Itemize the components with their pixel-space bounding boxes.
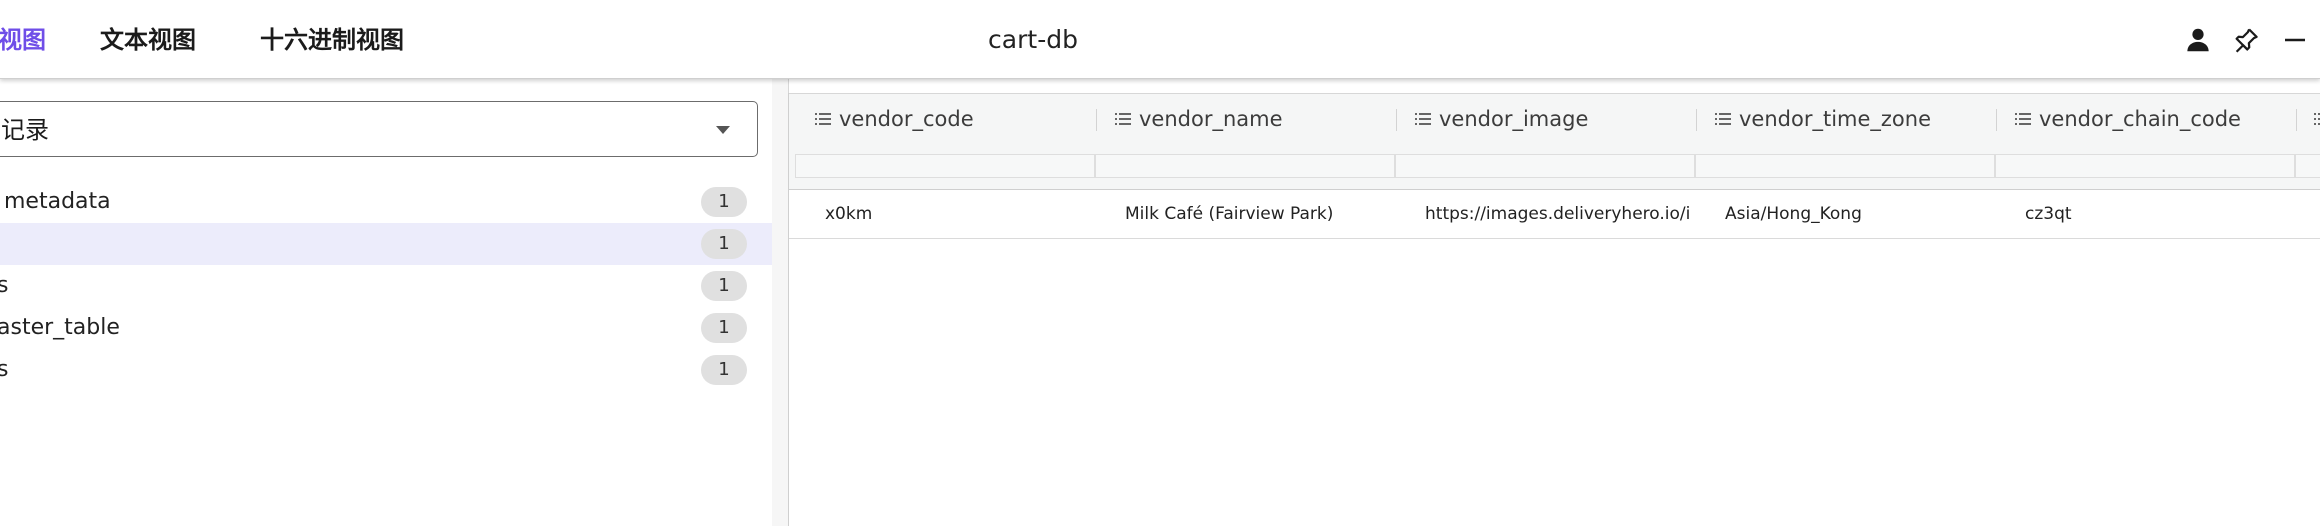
count-badge: 1 xyxy=(701,187,747,217)
cell-vendor-name[interactable]: Milk Café (Fairview Park) xyxy=(1125,204,1334,224)
filter-input[interactable] xyxy=(1095,154,1395,178)
column-separator[interactable] xyxy=(1696,109,1697,131)
list-icon xyxy=(2314,113,2320,125)
column-separator[interactable] xyxy=(1096,109,1097,131)
column-header-label: vendor_name xyxy=(1139,107,1283,131)
cell-vendor-time-zone[interactable]: Asia/Hong_Kong xyxy=(1725,204,1862,224)
window-title: cart-db xyxy=(988,25,1078,54)
filter-input[interactable] xyxy=(1695,154,1995,178)
tree-item[interactable]: s 1 xyxy=(0,265,772,307)
tree-item-label: s xyxy=(0,357,9,382)
data-grid: vendor_code vendor_name vendor_image ven… xyxy=(788,93,2320,526)
list-icon xyxy=(1115,113,1131,125)
list-icon xyxy=(1715,113,1731,125)
user-icon[interactable] xyxy=(2183,25,2213,55)
column-separator[interactable] xyxy=(1396,109,1397,131)
count-badge: 1 xyxy=(701,355,747,385)
cell-vendor-chain-code[interactable]: cz3qt xyxy=(2025,204,2072,224)
column-header-vendor-chain-code[interactable]: vendor_chain_code xyxy=(1989,94,2289,144)
column-header-vendor-time-zone[interactable]: vendor_time_zone xyxy=(1689,94,1989,144)
column-header-vendor-image[interactable]: vendor_image xyxy=(1389,94,1689,144)
tree-item[interactable]: aster_table 1 xyxy=(0,307,772,349)
cell-vendor-code[interactable]: x0km xyxy=(825,204,873,224)
count-badge: 1 xyxy=(701,313,747,343)
dropdown-label: 记录 xyxy=(1,116,49,144)
tree-item[interactable]: s 1 xyxy=(0,349,772,391)
caret-down-icon xyxy=(716,126,730,134)
column-header-vendor-code[interactable]: vendor_code xyxy=(789,94,1089,144)
list-icon xyxy=(2015,113,2031,125)
column-header-label: vendor_time_zone xyxy=(1739,107,1932,131)
column-header-label: vendor_chain_code xyxy=(2039,107,2241,131)
tree-item-label: metadata xyxy=(0,189,111,214)
tree-item-selected[interactable]: 1 xyxy=(0,223,772,265)
column-separator[interactable] xyxy=(2296,109,2297,131)
record-type-dropdown[interactable]: 记录 xyxy=(0,101,758,157)
table-row[interactable]: x0km Milk Café (Fairview Park) https://i… xyxy=(789,190,2320,239)
column-header-vendor-name[interactable]: vendor_name xyxy=(1089,94,1389,144)
tree-item-label: s xyxy=(0,273,9,298)
column-header-label: vendor_code xyxy=(839,107,974,131)
column-separator[interactable] xyxy=(1996,109,1997,131)
column-header-label: vendor_image xyxy=(1439,107,1589,131)
count-badge: 1 xyxy=(701,229,747,259)
left-panel: 记录 metadata 1 1 s 1 aster_table 1 s 1 xyxy=(0,79,773,526)
tab-view[interactable]: 视图 xyxy=(0,26,46,54)
list-icon xyxy=(1415,113,1431,125)
top-bar: 视图 文本视图 十六进制视图 cart-db xyxy=(0,0,2320,79)
count-badge: 1 xyxy=(701,271,747,301)
grid-header-row: vendor_code vendor_name vendor_image ven… xyxy=(789,93,2320,145)
filter-input[interactable] xyxy=(1995,154,2295,178)
grid-filter-row xyxy=(789,144,2320,190)
filter-input[interactable] xyxy=(1395,154,1695,178)
tab-text-view[interactable]: 文本视图 xyxy=(100,26,196,54)
tab-hex-view[interactable]: 十六进制视图 xyxy=(260,26,404,54)
tree-item-label: aster_table xyxy=(0,315,120,340)
cell-vendor-image[interactable]: https://images.deliveryhero.io/i... xyxy=(1425,204,1689,224)
panel-splitter[interactable] xyxy=(772,79,789,526)
list-icon xyxy=(815,113,831,125)
minimize-icon[interactable] xyxy=(2280,25,2310,55)
filter-input[interactable] xyxy=(2295,154,2320,178)
filter-input[interactable] xyxy=(795,154,1095,178)
tree-item[interactable]: metadata 1 xyxy=(0,181,772,223)
pin-icon[interactable] xyxy=(2231,25,2261,55)
